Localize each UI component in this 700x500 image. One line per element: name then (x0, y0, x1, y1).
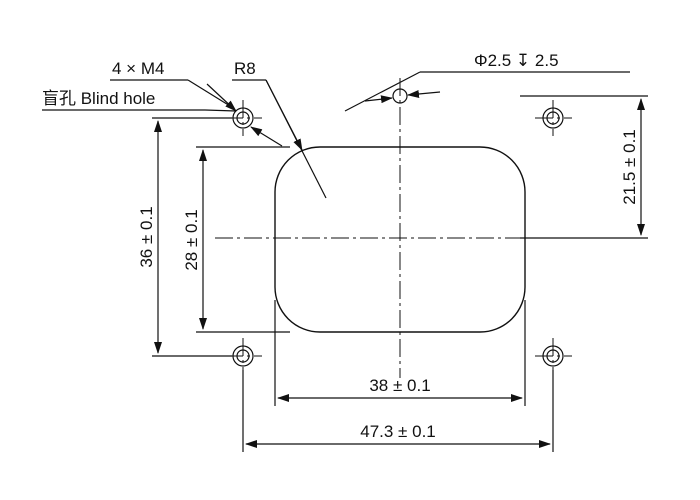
small-hole-top (392, 88, 408, 104)
label-dim-36: 36 ± 0.1 (137, 206, 156, 267)
label-hole-spec: Φ2.5 ↧ 2.5 (474, 51, 559, 70)
leaders (42, 71, 630, 199)
center-lines (215, 78, 590, 378)
labels: 4 × M4 盲孔 Blind hole R8 Φ2.5 ↧ 2.5 36 ± … (42, 51, 639, 441)
label-blind-hole: 盲孔 Blind hole (42, 89, 155, 108)
hole-bottom-right (535, 338, 572, 374)
extension-lines (152, 95, 648, 452)
hole-top-right (535, 100, 572, 136)
label-dim-47-3: 47.3 ± 0.1 (360, 422, 436, 441)
label-radius: R8 (234, 59, 256, 78)
mounting-holes (225, 88, 572, 374)
label-dim-28: 28 ± 0.1 (182, 209, 201, 270)
label-dim-21-5: 21.5 ± 0.1 (620, 129, 639, 205)
cutout-outline (274, 146, 526, 333)
label-holes: 4 × M4 (112, 59, 164, 78)
label-dim-38: 38 ± 0.1 (369, 376, 430, 395)
dimension-lines (154, 98, 645, 448)
